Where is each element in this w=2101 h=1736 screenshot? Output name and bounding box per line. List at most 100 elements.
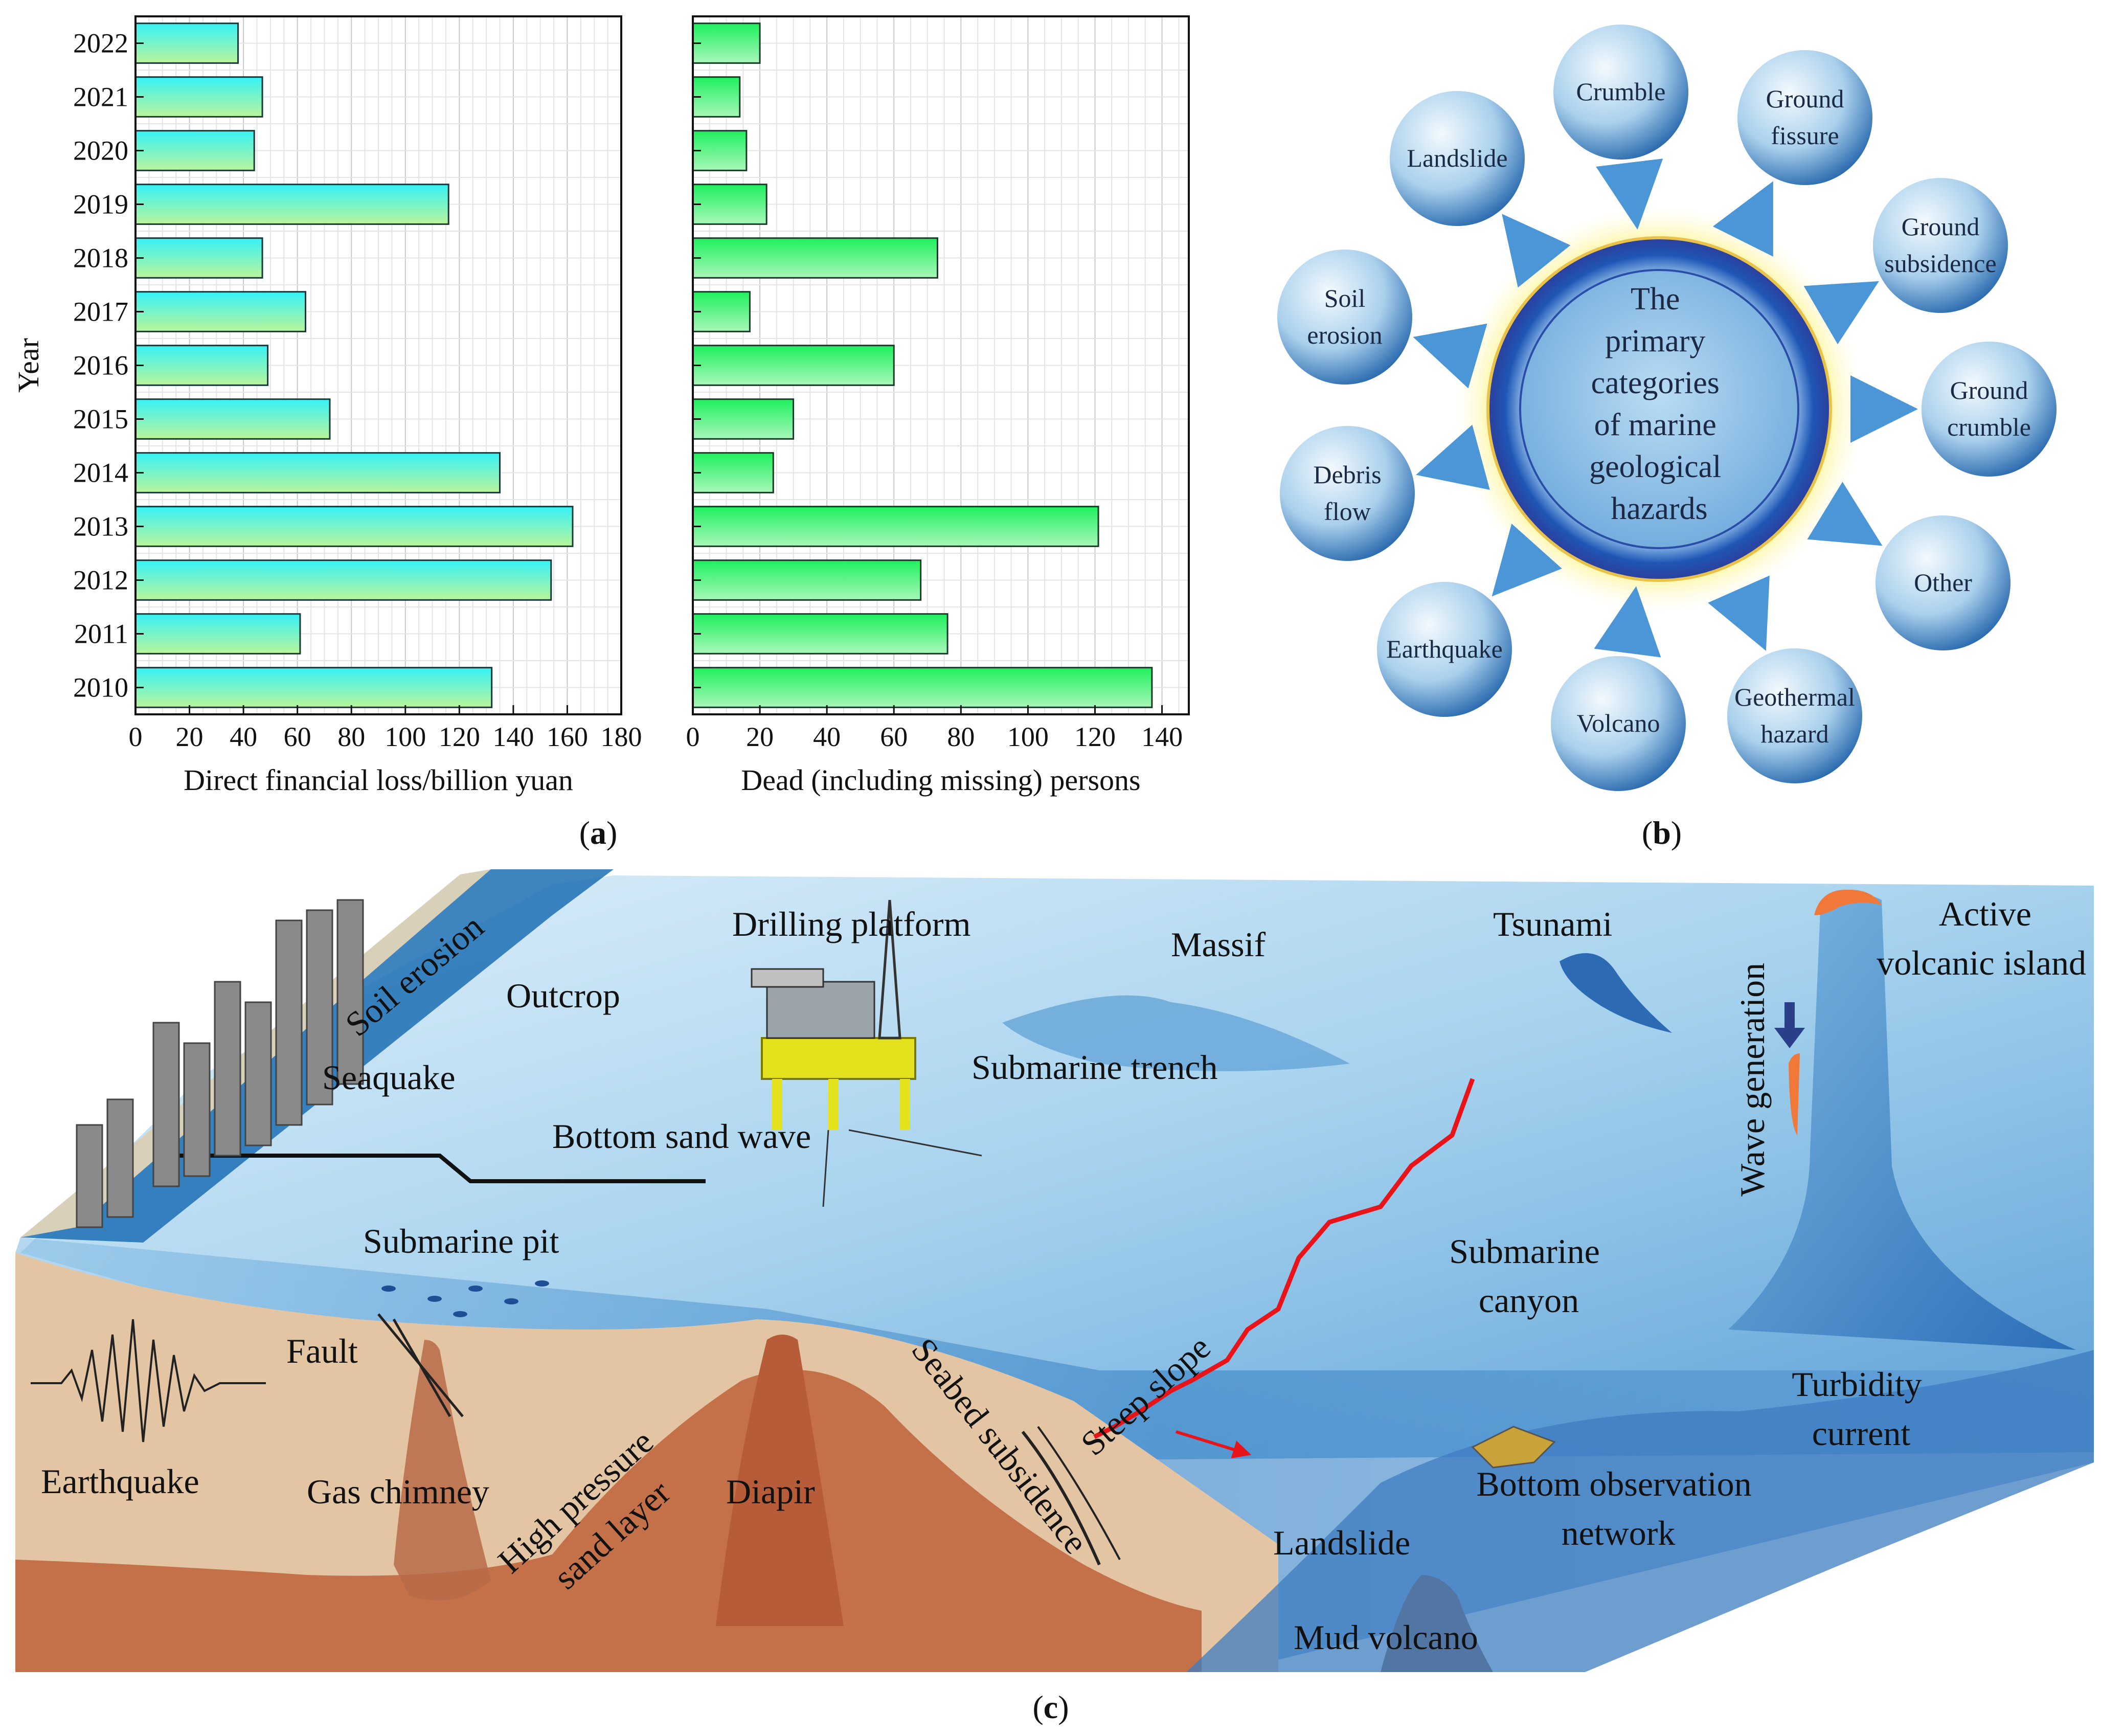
label-massif: Massif [1171,925,1266,964]
hazard-bubble [1390,91,1525,226]
hazard-bubble [1280,426,1415,561]
massif-shape [1002,995,1350,1071]
label-landslide: Landslide [1273,1523,1410,1562]
center-title: The primary categories of marine geologi… [1589,282,1729,526]
pipeline [153,1154,706,1183]
deep-seabed [1186,1350,2094,1672]
bar [692,398,795,440]
volcano-lava-side [1789,1053,1800,1135]
seabed-hazards-illustration: Soil erosion Outcrop Drilling platform M… [15,869,2094,1672]
tsunami-shape [1560,953,1672,1033]
panel-c-letter: (c) [1032,1689,1069,1725]
hazard-label: Volcano [1577,709,1660,737]
x-tick-label: 100 [1007,722,1049,752]
hazard-bubble [1876,515,2010,650]
x-tick-label: 80 [947,722,975,752]
bar [692,613,948,655]
bar [134,76,263,118]
hazard-bubble [1377,582,1512,717]
hazard-arrow [1416,424,1490,490]
label-tsunami: Tsunami [1493,905,1612,943]
gas-chimney-shape [394,1340,491,1600]
hazard-arrow [1492,523,1562,597]
y-tick-label: 2010 [73,672,128,703]
x-tick-label: 60 [880,722,908,752]
y-tick-label: 2020 [73,136,128,166]
hazard-label: Earthquake [1386,635,1503,663]
label-gas-chimney: Gas chimney [307,1472,489,1511]
x-tick-label: 20 [746,722,774,752]
x-axis-title: Dead (including missing) persons [741,763,1140,797]
bar [692,291,751,332]
hazard-bubble [1727,648,1862,783]
label-mud-volcano: Mud volcano [1294,1618,1478,1657]
bar [134,506,574,547]
y-tick-label: 2011 [74,619,128,649]
hazard-arrow [1413,323,1487,389]
label-wave-generation: Wave generation [1733,963,1772,1197]
y-tick-label: 2018 [73,243,128,274]
hazard-arrow [1712,181,1773,257]
earthquake-waveform [31,1319,266,1442]
hazard-bubble [1551,656,1686,791]
y-axis-title: Year [12,338,45,393]
bar [134,345,269,386]
fault-line-2 [392,1318,451,1417]
y-tick-label: 2013 [73,511,128,542]
bedrock-layer [15,1369,1202,1672]
hazard-bubble [1553,25,1688,160]
bar [692,345,895,386]
label-bottom-observation-network: Bottom observation network [1476,1464,1760,1552]
subsidence-fault [1021,1431,1101,1566]
x-axis-title: Direct financial loss/billion yuan [184,763,573,797]
label-seaquake: Seaquake [322,1058,456,1097]
observation-station [1471,1426,1556,1469]
y-tick-label: 2022 [73,28,128,59]
center-disc [1519,269,1799,549]
x-tick-label: 160 [547,722,588,752]
x-tick-label: 60 [284,722,311,752]
bar [134,452,501,493]
hazard-categories-diagram: The primary categories of marine geologi… [1277,25,2057,791]
hazard-arrow [1708,575,1770,651]
bar [134,22,239,64]
bar [134,559,552,601]
bar [692,452,774,493]
panel-b-letter: (b) [1642,815,1682,851]
subsidence-fault-2 [1037,1426,1121,1560]
bar [134,291,306,332]
bar [134,184,449,225]
hazard-arrow [1502,214,1571,288]
x-tick-label: 140 [1141,722,1183,752]
plot-frame [692,15,1190,715]
x-tick-label: 80 [337,722,365,752]
label-active-volcanic-island: Active volcanic island [1877,894,2086,982]
plot-frame [134,15,622,715]
x-tick-label: 40 [813,722,841,752]
label-submarine-trench: Submarine trench [972,1048,1218,1087]
bar [692,667,1153,708]
y-tick-label: 2019 [73,189,128,220]
landslide-arrow [1176,1430,1252,1458]
bar [134,613,301,655]
panel-a-letter: (a) [579,815,618,851]
label-earthquake: Earthquake [41,1462,199,1501]
x-tick-label: 180 [601,722,642,752]
label-drilling-platform: Drilling platform [732,905,970,943]
volcano-lava-top [1814,889,1882,915]
bar [692,22,761,64]
bar [692,559,922,601]
hazard-bubble [1922,342,2057,477]
x-tick-label: 20 [176,722,204,752]
bar [692,237,938,279]
hazard-bubble [1737,50,1872,185]
y-tick-label: 2015 [73,404,128,435]
hazard-bubble [1277,250,1412,385]
diapir-shape [716,1335,844,1626]
y-tick-label: 2014 [73,458,128,488]
